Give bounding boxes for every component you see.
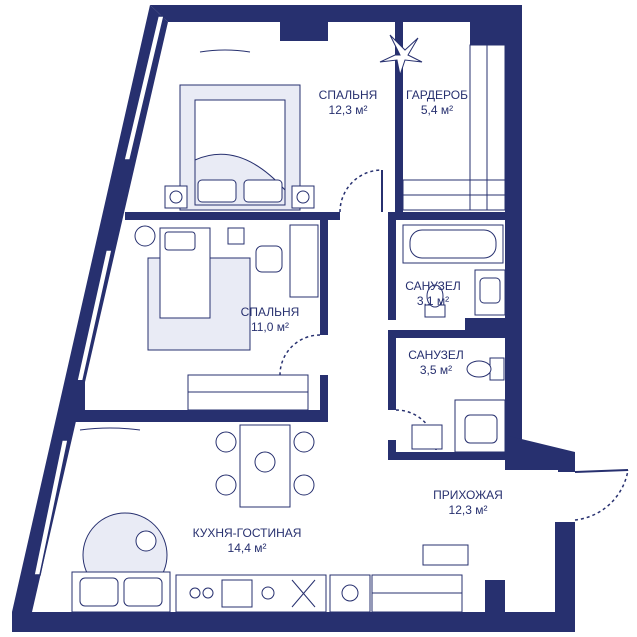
windows <box>33 15 165 576</box>
room-name: КУХНЯ-ГОСТИНАЯ <box>192 526 302 540</box>
door-swings <box>279 169 629 521</box>
sink-icon <box>411 399 506 453</box>
chair-icon <box>134 224 319 298</box>
room-name: ГАРДЕРОБ <box>406 88 468 102</box>
room-name: СПАЛЬНЯ <box>318 88 378 102</box>
room-area: 5,4 м² <box>420 103 454 117</box>
room-label-bedroom-2: СПАЛЬНЯ 11,0 м² <box>241 305 300 335</box>
room-area: 12,3 м² <box>448 503 488 517</box>
washer-icon <box>329 574 371 613</box>
ceiling-lamp-icon <box>79 427 141 431</box>
door-leaves <box>381 170 629 473</box>
interior-walls <box>75 22 505 460</box>
room-area: 11,0 м² <box>250 320 290 334</box>
nightstand-icon <box>164 185 315 209</box>
toilet-icon <box>466 357 505 381</box>
ceiling-lamp-icon <box>199 49 251 53</box>
bathtub-icon <box>402 224 504 264</box>
room-area: 12,3 м² <box>328 103 368 117</box>
room-label-bathroom-1: САНУЗЕЛ 3,1 м² <box>405 279 461 309</box>
room-area: 3,1 м² <box>416 294 450 308</box>
room-area: 14,4 м² <box>227 541 267 555</box>
room-label-bathroom-2: САНУЗЕЛ 3,5 м² <box>408 348 464 378</box>
room-name: СПАЛЬНЯ <box>240 305 300 319</box>
toilet-icon <box>424 284 446 318</box>
dining-table-icon <box>215 424 315 508</box>
bench-icon <box>422 544 469 566</box>
room-name: САНУЗЕЛ <box>408 348 464 362</box>
room-area: 3,5 м² <box>419 363 453 377</box>
stove-icon <box>175 574 327 613</box>
sink-icon <box>474 269 506 316</box>
bed-icon <box>147 227 251 351</box>
wardrobe-rail-icon <box>402 44 506 211</box>
sofa-icon <box>71 512 171 613</box>
room-label-wardrobe: ГАРДЕРОБ 5,4 м² <box>406 88 468 118</box>
room-label-living: КУХНЯ-ГОСТИНАЯ 14,4 м² <box>193 526 302 556</box>
wardrobe-rail-icon <box>371 574 463 613</box>
room-label-bedroom-1: СПАЛЬНЯ 12,3 м² <box>319 88 378 118</box>
room-label-hallway: ПРИХОЖАЯ 12,3 м² <box>433 488 503 518</box>
room-name: ПРИХОЖАЯ <box>433 488 503 502</box>
wardrobe-rail-icon <box>187 374 309 411</box>
bed-icon <box>179 84 301 211</box>
room-name: САНУЗЕЛ <box>405 279 461 293</box>
plant-icon <box>379 34 423 77</box>
